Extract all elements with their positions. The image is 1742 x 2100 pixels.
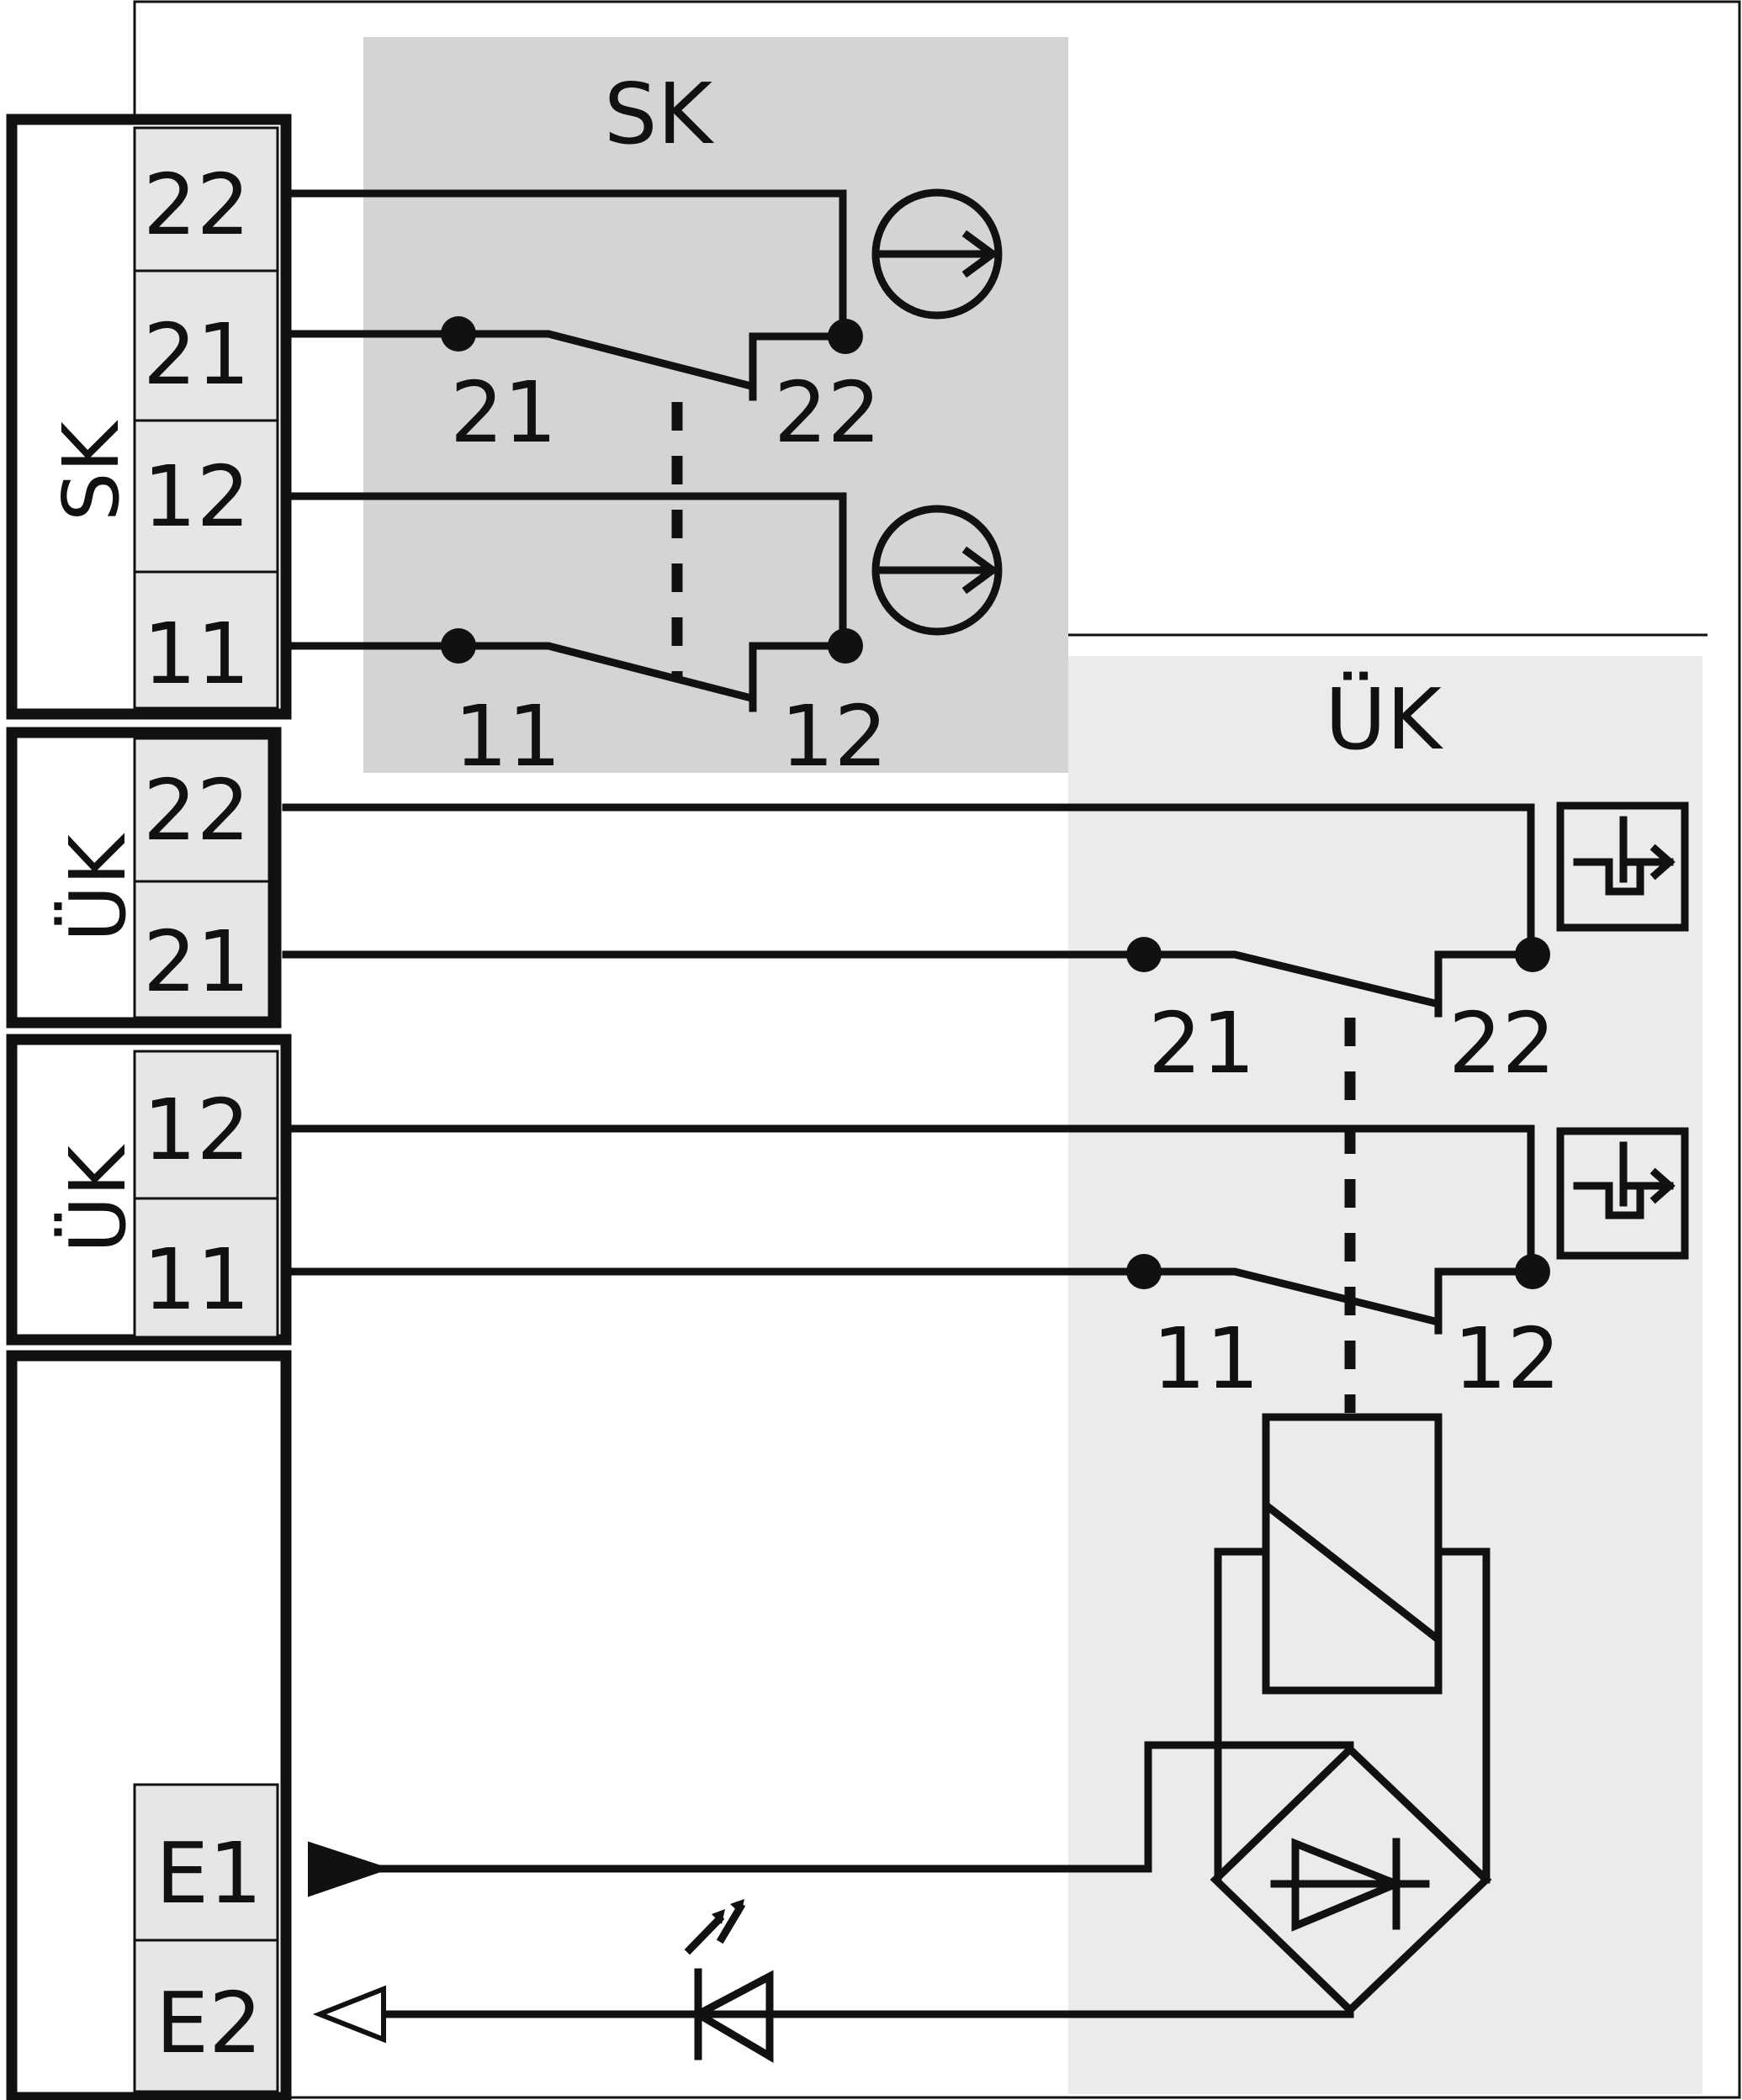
coil-wire-right: [1434, 1547, 1490, 1884]
sk-upper-left-label: 21: [450, 363, 557, 462]
terminal-uk-11: 11: [143, 1230, 250, 1329]
uk-upper-right-label: 22: [1448, 994, 1555, 1092]
terminal-sk-12: 12: [143, 447, 250, 546]
sk-contact-upper: 21 22: [282, 188, 1003, 462]
terminal-uk-21: 21: [143, 912, 250, 1011]
push-lever-icon: [1556, 801, 1689, 932]
uk-lower-left-label: 11: [1152, 1309, 1259, 1408]
uk-upper-left-label: 21: [1148, 994, 1255, 1092]
terminal-sk-21: 21: [143, 305, 250, 404]
sk-lower-right-label: 12: [781, 687, 887, 786]
rotary-arrow-icon: [871, 505, 1003, 636]
strip-label-sk: SK: [46, 420, 136, 521]
e1-arrow: [308, 1841, 391, 1897]
bridge-rectifier-icon: [1210, 1743, 1492, 2016]
sk-lower-left-label: 11: [454, 687, 561, 786]
terminal-cell-uk-11[interactable]: [133, 1197, 279, 1339]
sk-upper-right-label: 22: [774, 363, 881, 462]
sk-zone: [363, 37, 1068, 773]
terminal-strip: 22 21 12 11 22 21 12 11 E1 E2 SK ÜK ÜK: [6, 114, 292, 2100]
terminal-cell-e1[interactable]: [133, 1783, 279, 1942]
terminal-cell-sk-11[interactable]: [133, 570, 279, 710]
uk-contact-upper: 21 22: [282, 801, 1689, 1092]
e2-arrow: [312, 1985, 386, 2044]
terminal-e2: E2: [156, 1974, 262, 2072]
terminal-cell-sk-22[interactable]: [133, 126, 279, 272]
e1-wire: [366, 1741, 1354, 1873]
push-lever-icon: [1556, 1127, 1689, 1260]
terminal-cell-sk-12[interactable]: [133, 419, 279, 574]
sk-section-title: SK: [604, 65, 714, 163]
terminal-cell-e2[interactable]: [133, 1939, 279, 2093]
strip-label-uk-upper: ÜK: [53, 833, 143, 942]
strip-label-uk-lower: ÜK: [53, 1144, 143, 1253]
uk-upper-group-box: [6, 727, 282, 1029]
outer-frame: [133, 0, 1741, 2099]
terminal-sk-11: 11: [143, 605, 250, 703]
uk-lower-right-label: 12: [1453, 1309, 1560, 1408]
terminal-cell-uk-12[interactable]: [133, 1050, 279, 1200]
terminal-sk-22: 22: [143, 156, 250, 254]
terminal-cell-uk-21[interactable]: [133, 880, 271, 1019]
terminal-uk-12: 12: [143, 1081, 250, 1179]
terminal-cell-uk-22[interactable]: [133, 737, 271, 883]
sk-group-box: [6, 114, 292, 720]
coil-wire-left: [1214, 1547, 1270, 1884]
rotary-arrow-icon: [871, 188, 1003, 320]
uk-section-title: ÜK: [1325, 670, 1443, 769]
led-icon: [684, 1899, 774, 2063]
base-box: [6, 1350, 292, 2100]
terminal-uk-22: 22: [143, 761, 250, 860]
uk-lower-group-box: [6, 1034, 292, 1346]
uk-contact-lower: 11 12: [282, 1124, 1689, 1408]
sk-contact-lower: 11 12: [282, 492, 1003, 786]
uk-zone: [1068, 656, 1702, 2094]
terminal-e1: E1: [156, 1824, 262, 1923]
